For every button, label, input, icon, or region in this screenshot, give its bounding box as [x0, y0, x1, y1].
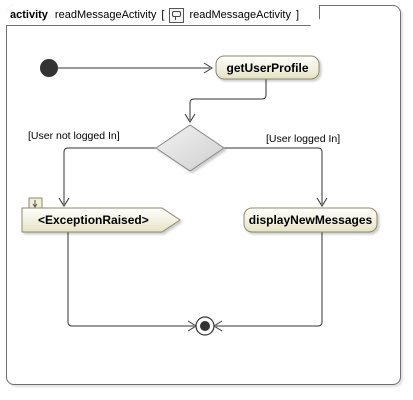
flow-decision-to-exception [63, 147, 157, 204]
final-node [195, 316, 215, 336]
arrowhead [58, 197, 70, 207]
frame-header: activity readMessageActivity [ readMessa… [6, 5, 320, 26]
action-displaynewmessages-label: displayNewMessages [249, 213, 373, 227]
frame-bracket-open: [ [161, 9, 165, 21]
decision-node [155, 124, 225, 172]
flow-decision-to-display [223, 147, 323, 204]
flow-getuserprofile-to-decision [189, 79, 267, 120]
frame-keyword: activity [10, 9, 48, 21]
frame-reference-name: readMessageActivity [189, 9, 291, 21]
action-getuserprofile-label: getUserProfile [226, 61, 308, 75]
action-getuserprofile: getUserProfile [215, 55, 320, 80]
guard-not-logged-in: [User not logged In] [28, 130, 120, 142]
flow-display-to-final [216, 232, 323, 327]
arrowhead [203, 62, 213, 74]
signal-exceptionraised-label: <ExceptionRaised> [38, 213, 149, 227]
frame-bracket-close: ] [295, 9, 300, 21]
arrowhead [184, 113, 196, 123]
frame-activity-name: readMessageActivity [54, 9, 157, 21]
flow-exception-to-final [67, 232, 194, 327]
initial-node [40, 59, 58, 77]
send-signal-exceptionraised: <ExceptionRaised> [21, 197, 181, 233]
arrowhead [316, 197, 328, 207]
activity-diagram-icon [169, 8, 184, 23]
guard-logged-in: [User logged In] [266, 133, 340, 145]
action-displaynewmessages: displayNewMessages [243, 207, 378, 233]
control-flows [58, 62, 328, 332]
